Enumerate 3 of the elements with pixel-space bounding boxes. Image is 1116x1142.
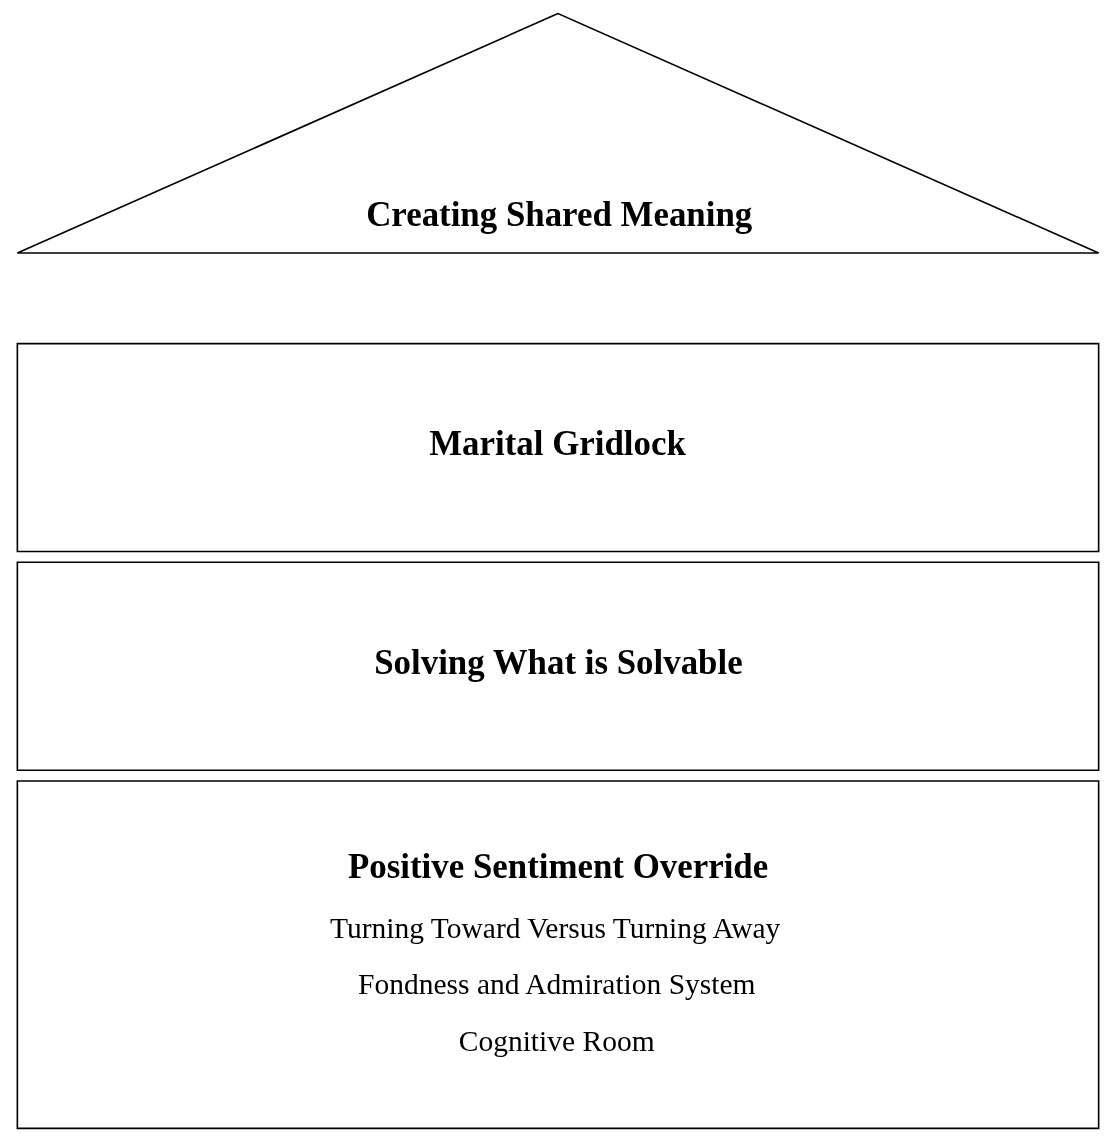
- node-box: Marital Gridlock: [16, 342, 1100, 553]
- node-box: Solving What is Solvable: [16, 561, 1100, 772]
- node-box: Positive Sentiment Override Turning Toward Versus Turning Away Fondness and Admiration System Cognitive Room: [16, 780, 1100, 1130]
